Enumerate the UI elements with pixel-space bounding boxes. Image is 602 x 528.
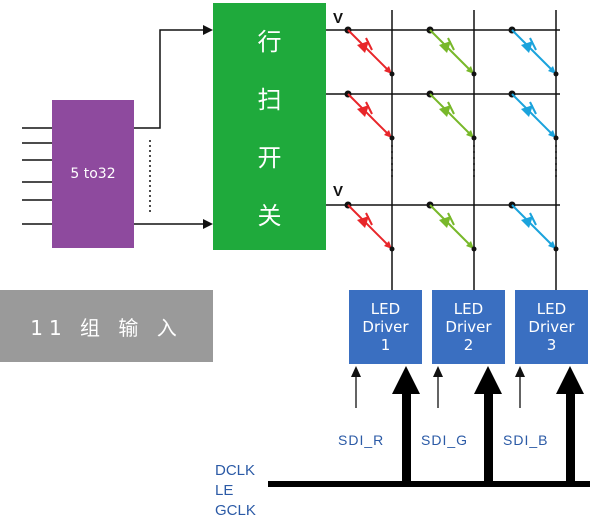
column-node (553, 246, 559, 252)
diode-bar (529, 37, 537, 51)
led-arrow-tip (466, 130, 474, 138)
diode-bar (447, 101, 455, 115)
led-blue-row1 (508, 26, 559, 77)
driver-1-line1: LED (370, 300, 401, 318)
diode-bar (447, 212, 455, 226)
driver-1-line3: 1 (380, 336, 391, 354)
diode-bar (365, 212, 373, 226)
diode-bar (365, 101, 373, 115)
led-arrow-tip (384, 241, 392, 249)
column-node (389, 71, 395, 77)
diode-triangle (439, 105, 451, 117)
led-arrow-tip (384, 66, 392, 74)
diode-bar (365, 37, 373, 51)
led-lead (511, 29, 557, 75)
scan-char-2: 扫 (257, 86, 282, 115)
led-driver-3: LED Driver 3 (515, 290, 588, 364)
diode-triangle (521, 41, 533, 53)
driver-3-line3: 3 (546, 336, 557, 354)
diode-triangle (521, 216, 533, 228)
decoder-label: 5 to32 (70, 166, 116, 182)
control-signal-labels: DCLK LE GCLK (215, 461, 256, 521)
scan-char-4: 关 (257, 201, 282, 230)
supply-label-top: V (333, 10, 344, 27)
led-lead (429, 93, 475, 139)
decoder-block: 5 to32 (52, 100, 134, 248)
led-arrow-tip (384, 130, 392, 138)
driver-2-line2: Driver (445, 318, 492, 336)
led-arrow-tip (466, 241, 474, 249)
sdi-arrows (351, 366, 525, 408)
column-node (389, 135, 395, 141)
driver-3-line2: Driver (528, 318, 575, 336)
led-green-row2 (426, 90, 477, 141)
column-lines (391, 10, 557, 290)
driver-2-line3: 2 (463, 336, 474, 354)
sdi-label-g: SDI_G (421, 432, 469, 448)
column-node (471, 246, 477, 252)
led-lead (347, 204, 393, 250)
diode-triangle (439, 41, 451, 53)
column-node (389, 246, 395, 252)
signal-le: LE (215, 482, 234, 499)
column-node (553, 135, 559, 141)
input-banner: 11 组 输 入 (0, 290, 213, 362)
led-driver-2: LED Driver 2 (432, 290, 505, 364)
led-lead (347, 93, 393, 139)
diode-triangle (357, 216, 369, 228)
decoder-inputs (22, 127, 52, 225)
column-node (471, 71, 477, 77)
led-lead (511, 93, 557, 139)
led-matrix (344, 26, 559, 252)
sdi-label-r: SDI_R (338, 432, 385, 448)
sdi-label-b: SDI_B (503, 432, 549, 448)
diode-triangle (439, 216, 451, 228)
decoder-outputs (134, 25, 213, 229)
diode-bar (529, 101, 537, 115)
led-arrow-tip (548, 130, 556, 138)
column-node (553, 71, 559, 77)
led-red-row1 (344, 26, 395, 77)
diode-bar (447, 37, 455, 51)
led-green-row1 (426, 26, 477, 77)
supply-label-bottom: V (333, 183, 344, 200)
led-blue-row3 (508, 201, 559, 252)
led-arrow-tip (466, 66, 474, 74)
led-red-row2 (344, 90, 395, 141)
row-lines (326, 29, 560, 206)
diode-triangle (357, 41, 369, 53)
diode-bar (529, 212, 537, 226)
led-lead (429, 29, 475, 75)
driver-3-line1: LED (536, 300, 567, 318)
diode-triangle (357, 105, 369, 117)
diode-triangle (521, 105, 533, 117)
driver-1-line2: Driver (362, 318, 409, 336)
led-driver-1: LED Driver 1 (349, 290, 422, 364)
signal-dclk: DCLK (215, 462, 256, 479)
led-lead (511, 204, 557, 250)
led-arrow-tip (548, 66, 556, 74)
scan-char-3: 开 (257, 143, 282, 172)
led-green-row3 (426, 201, 477, 252)
led-lead (429, 204, 475, 250)
led-red-row3 (344, 201, 395, 252)
led-lead (347, 29, 393, 75)
row-scan-switch: 行 扫 开 关 (213, 3, 326, 250)
column-node (471, 135, 477, 141)
scan-char-1: 行 (257, 28, 282, 57)
signal-gclk: GCLK (215, 502, 256, 519)
led-arrow-tip (548, 241, 556, 249)
driver-2-line1: LED (453, 300, 484, 318)
input-banner-label: 11 组 输 入 (30, 315, 183, 340)
led-blue-row2 (508, 90, 559, 141)
control-bus (268, 366, 590, 487)
